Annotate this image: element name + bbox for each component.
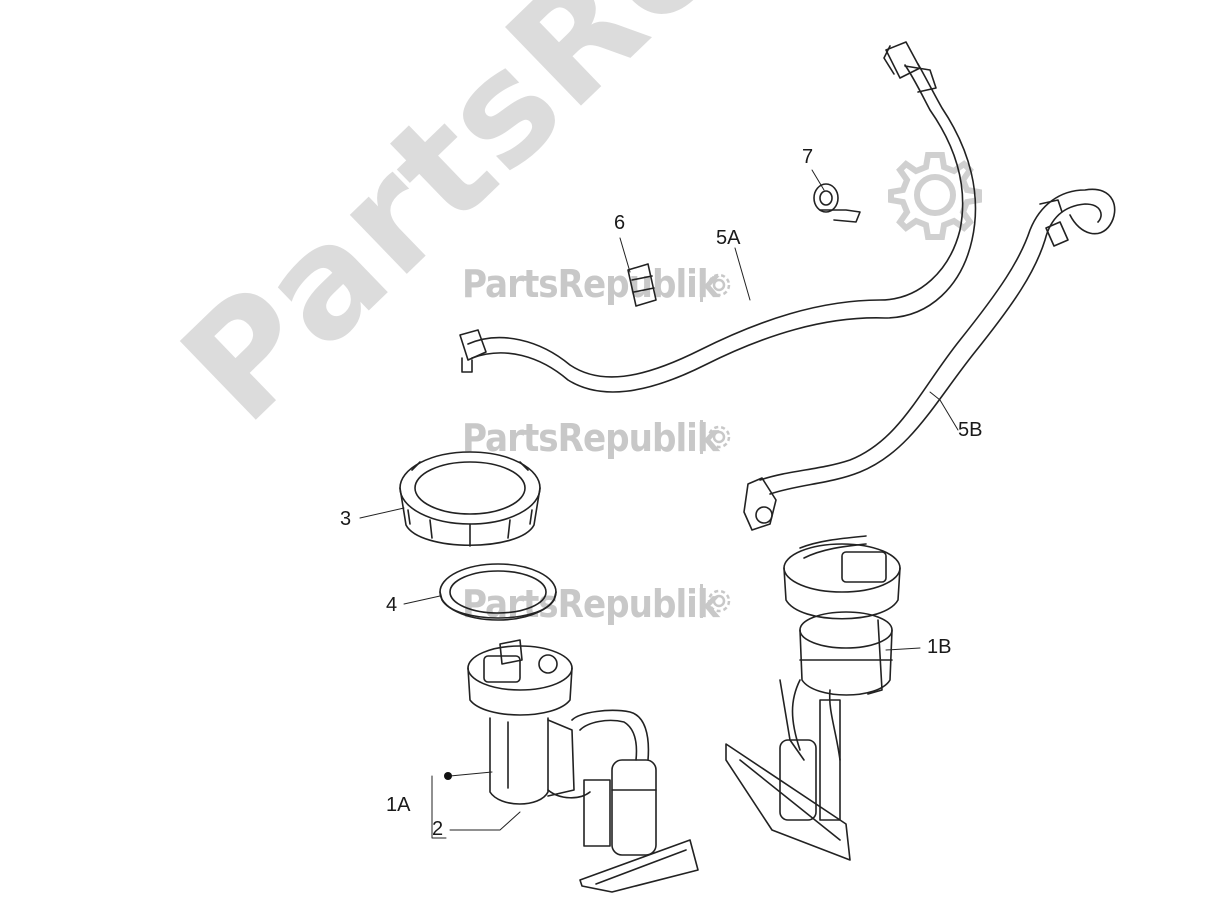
hose-5b [743,188,1116,531]
watermark-small-1: PartsRepublik [462,262,720,306]
callout-2: 2 [432,818,444,840]
callout-1a: 1A [386,794,411,816]
gear-icon [700,584,731,618]
fuel-pump-1b [725,535,901,861]
callout-6: 6 [614,212,626,234]
hose-5a [459,41,977,393]
callout-5b: 5B [958,419,983,441]
clip-6 [627,263,657,307]
callout-5a: 5A [716,227,741,249]
callout-3: 3 [340,508,352,530]
fuel-pump-1a [467,639,699,893]
gear-icon [700,420,731,454]
ring-nut-3 [399,451,541,547]
watermark-small-2: PartsRepublik [462,416,720,460]
leader-lines [359,169,959,839]
callout-1b: 1B [927,636,952,658]
clamp-7 [813,183,861,223]
gear-icon [888,152,982,240]
callout-4: 4 [386,594,398,616]
watermark-small-3: PartsRepublik [462,582,720,626]
gear-icon [700,268,731,302]
gasket-4 [439,563,557,621]
callout-7: 7 [802,146,814,168]
